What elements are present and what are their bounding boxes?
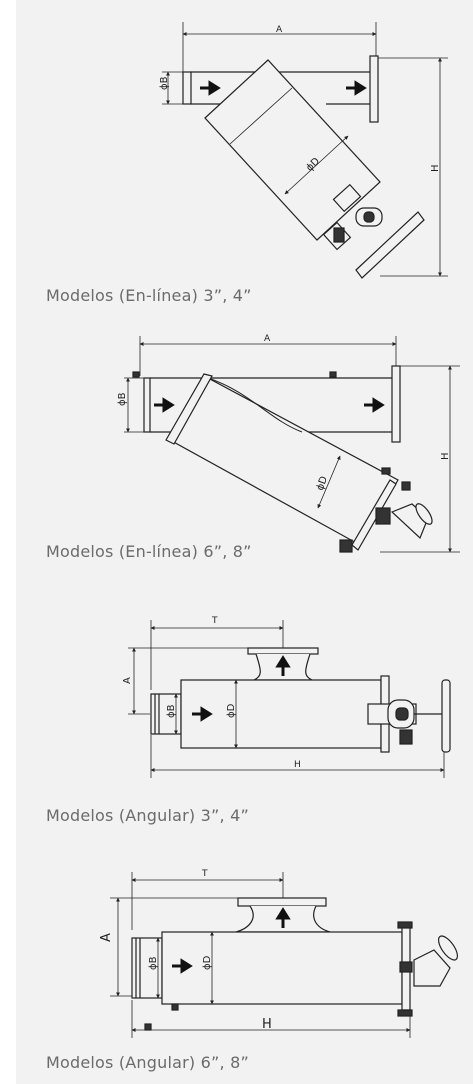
dim-B-label-3: ϕB: [166, 704, 177, 718]
dim-B-label-1: ϕB: [159, 76, 170, 90]
caption-inline-3-4: Modelos (En-línea) 3”, 4”: [46, 286, 252, 305]
dim-H-label-1: H: [430, 164, 441, 172]
caption-angular-3-4: Modelos (Angular) 3”, 4”: [46, 806, 249, 825]
caption-angular-6-8: Modelos (Angular) 6”, 8”: [46, 1053, 249, 1072]
dim-A-label-3: A: [122, 677, 133, 684]
diagram-angular-6-8: [110, 872, 459, 1038]
caption-inline-6-8: Modelos (En-línea) 6”, 8”: [46, 542, 252, 561]
dim-H-label-2: H: [440, 452, 451, 460]
dim-D-label-3: ϕD: [226, 703, 237, 718]
diagram-angular-3-4: [128, 620, 451, 778]
dim-D-label-2: ϕD: [315, 475, 330, 492]
diagram-inline-3-4: [162, 22, 448, 279]
dim-T-label-3: T: [211, 616, 218, 626]
dim-A-label-2: A: [264, 334, 271, 344]
dim-D-label-4: ϕD: [202, 955, 213, 970]
dim-H-label-4: H: [262, 1017, 272, 1032]
dim-A-label-4: A: [99, 933, 114, 942]
dim-A-label-1: A: [276, 25, 283, 35]
dim-B-label-2: ϕB: [117, 392, 128, 406]
dim-H-label-3: H: [294, 760, 301, 770]
dim-T-label-4: T: [201, 869, 208, 879]
diagram-inline-6-8: [124, 336, 460, 553]
dim-B-label-4: ϕB: [148, 956, 159, 970]
